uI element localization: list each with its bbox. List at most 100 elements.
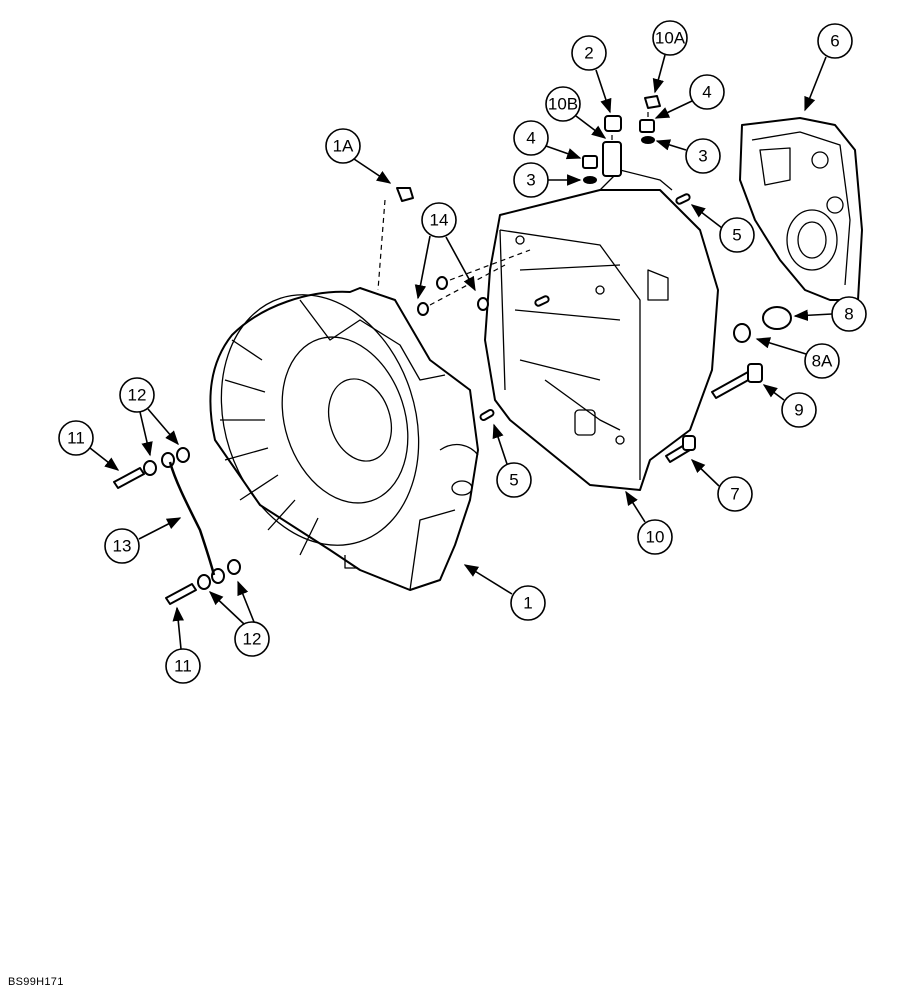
part-13-ground-strap (168, 461, 216, 576)
callout-circle (717, 476, 753, 512)
part-10b-sleeve (602, 141, 622, 177)
callout-circle (496, 462, 532, 498)
callout-circle (104, 528, 140, 564)
callout-leader-arrow (545, 145, 582, 160)
callout-label: 4 (526, 129, 535, 148)
callout-13: 13 (104, 517, 182, 564)
part-9-bolt (711, 363, 763, 399)
part-7-bolt (665, 435, 696, 463)
callout-label: 6 (830, 32, 839, 51)
callout-circle (165, 648, 201, 684)
callout-label: 12 (243, 630, 262, 649)
part-1a-plug (396, 187, 414, 202)
part-2-plug (604, 115, 622, 132)
part-12-washers (143, 447, 241, 590)
callout-12: 12 (208, 580, 270, 657)
callout-10a: 10A (652, 20, 688, 94)
callout-circle (637, 519, 673, 555)
callout-circle (804, 343, 840, 379)
callout-leader-arrow (652, 54, 666, 94)
callout-label: 14 (430, 211, 449, 230)
part-10a-fitting (644, 95, 661, 109)
callout-circle (689, 74, 725, 110)
part-10-transmission-case (484, 169, 719, 491)
callout-3: 3 (513, 162, 582, 198)
callout-leader-arrow (793, 309, 833, 322)
callout-11: 11 (165, 606, 201, 684)
callout-label: 1 (523, 594, 532, 613)
callout-circle (781, 392, 817, 428)
part-6-cover-plate (739, 117, 863, 301)
callout-label: 8 (844, 305, 853, 324)
callout-leader-arrow (237, 580, 255, 623)
callout-label: 5 (509, 471, 518, 490)
callout-4: 4 (513, 120, 582, 160)
callout-5: 5 (492, 423, 532, 498)
callout-leader-arrow (655, 139, 687, 151)
callout-leader-arrow (147, 408, 179, 446)
callout-leader-arrow (595, 69, 612, 114)
callout-label: 12 (128, 386, 147, 405)
callout-14: 14 (414, 202, 476, 300)
callout-circle (325, 128, 361, 164)
callout-2: 2 (571, 35, 612, 114)
callout-circle (513, 120, 549, 156)
callout-circle (652, 20, 688, 56)
callout-label: 8A (812, 352, 833, 371)
callout-circle (421, 202, 457, 238)
part-8-plug (762, 306, 792, 330)
callout-leader-arrow (445, 236, 476, 292)
callout-label: 11 (174, 657, 192, 676)
callout-circle (571, 35, 607, 71)
callout-label: 7 (730, 485, 739, 504)
callout-10b: 10B (545, 86, 607, 139)
callout-leader-arrow (690, 459, 720, 487)
callout-label: 10 (646, 528, 665, 547)
callout-1a: 1A (325, 128, 392, 184)
callout-label: 4 (702, 83, 711, 102)
callout-label: 5 (732, 226, 741, 245)
part-4-plugs (582, 119, 655, 169)
callout-leader-arrow (208, 591, 245, 625)
callout-circle (119, 377, 155, 413)
callout-label: 10B (548, 95, 578, 114)
part-3-seals (583, 136, 655, 184)
callout-4: 4 (654, 74, 725, 119)
callout-label: 1A (333, 137, 354, 156)
callout-leader-arrow (804, 56, 827, 112)
part-5-dowels (479, 193, 691, 421)
callout-leader-arrow (690, 204, 723, 229)
callout-leader-arrow (138, 517, 182, 540)
part-11-bolts (113, 467, 197, 605)
callout-9: 9 (762, 384, 817, 428)
callout-leader-arrow (762, 384, 785, 401)
callout-12: 12 (119, 377, 179, 457)
callout-leader-arrow (89, 447, 120, 471)
callout-6: 6 (804, 23, 853, 112)
callout-8: 8 (793, 296, 867, 332)
callout-leader-arrow (139, 411, 153, 457)
callout-10: 10 (625, 490, 673, 555)
callout-leader-arrow (492, 423, 508, 465)
callout-label: 11 (67, 429, 85, 448)
callout-8a: 8A (755, 337, 840, 379)
callout-leader-arrow (463, 564, 513, 595)
callout-circle (234, 621, 270, 657)
part-8a-o-ring (733, 323, 751, 343)
callout-leader-arrow (172, 606, 184, 650)
callout-label: 3 (526, 171, 535, 190)
callout-leader-arrow (414, 235, 431, 300)
callout-circle (58, 420, 94, 456)
callout-circle (545, 86, 581, 122)
part-14-o-rings (417, 276, 489, 316)
callout-label: 3 (698, 147, 707, 166)
callout-leader-arrow (755, 337, 807, 355)
callout-7: 7 (690, 459, 753, 512)
callout-circle (510, 585, 546, 621)
figure-code: BS99H171 (8, 976, 64, 988)
callout-3: 3 (655, 138, 721, 174)
callout-leader-arrow (353, 158, 392, 184)
callout-circle (817, 23, 853, 59)
callout-label: 2 (584, 44, 593, 63)
